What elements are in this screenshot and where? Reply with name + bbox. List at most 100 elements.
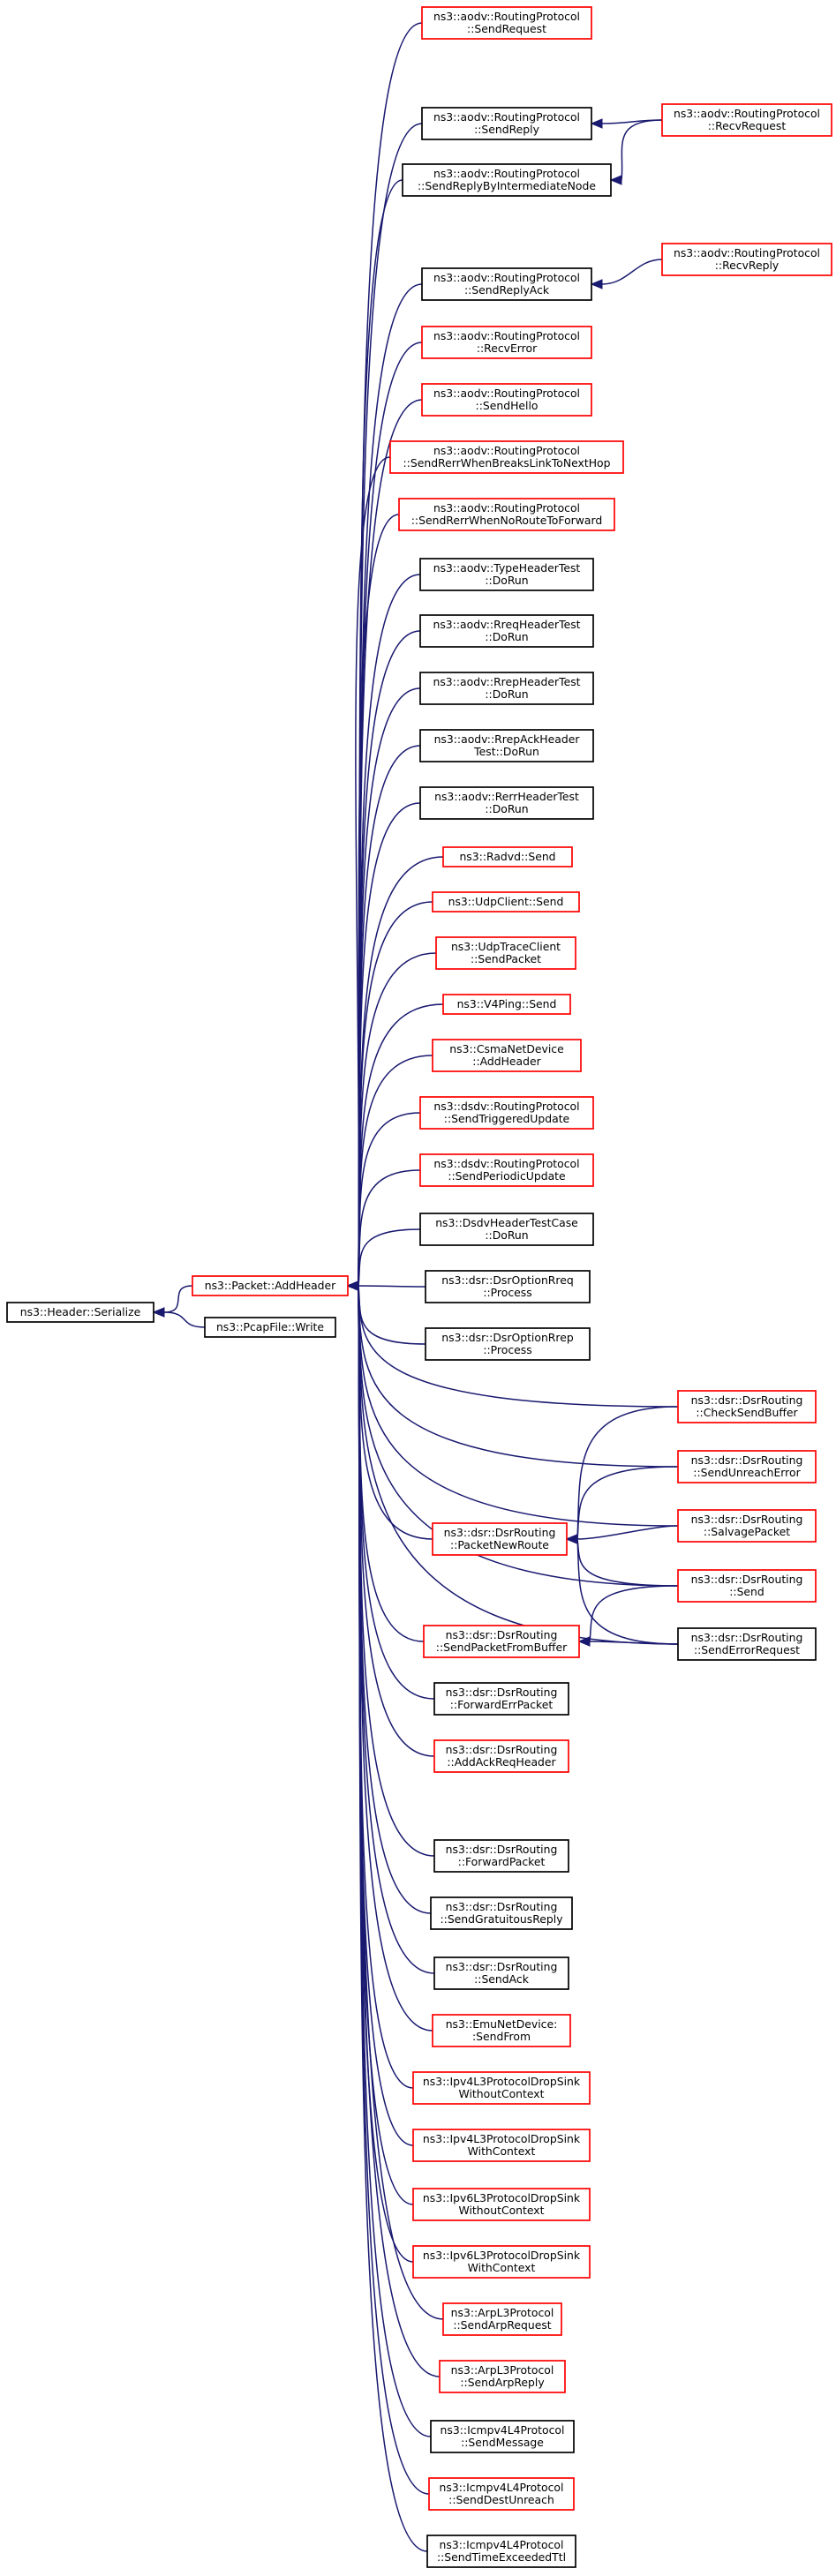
node-dsr-addackreqheader[interactable]: ns3::dsr::DsrRouting::AddAckReqHeader [433, 1739, 569, 1773]
arrowhead [590, 279, 603, 289]
node-udpclient-send[interactable]: ns3::UdpClient::Send [432, 891, 580, 912]
node-label: ns3::CsmaNetDevice [449, 1042, 563, 1055]
node-csmanetdevice-addheader[interactable]: ns3::CsmaNetDevice::AddHeader [432, 1039, 582, 1072]
node-box [433, 1839, 569, 1873]
edge-line [358, 123, 423, 1287]
node-label: ns3::dsr::DsrRouting [691, 1573, 803, 1586]
node-udptraceclient-sendpacket[interactable]: ns3::UdpTraceClient::SendPacket [435, 936, 576, 970]
node-radvd-send[interactable]: ns3::Radvd::Send [442, 846, 573, 867]
node-pcapwrite[interactable]: ns3::PcapFile::Write [204, 1317, 336, 1338]
node-box [432, 891, 580, 912]
node-label: ::SendReply [474, 123, 539, 136]
edge-line [358, 342, 423, 1287]
node-aodv-sendreply[interactable]: ns3::aodv::RoutingProtocol::SendReply [421, 107, 592, 140]
node-ipv4l3-dropsink-wo[interactable]: ns3::Ipv4L3ProtocolDropSinkWithoutContex… [412, 2071, 591, 2105]
node-label: ns3::aodv::RoutingProtocol [433, 444, 580, 457]
node-aodv-sendrequest[interactable]: ns3::aodv::RoutingProtocol::SendRequest [421, 6, 592, 40]
node-label: ::AddAckReqHeader [447, 1755, 556, 1769]
node-aodv-rrepheadertest[interactable]: ns3::aodv::RrepHeaderTest::DoRun [419, 672, 594, 705]
node-label: ns3::Icmpv4L4Protocol [440, 2538, 564, 2551]
node-dsr-packetnewroute[interactable]: ns3::dsr::DsrRouting::PacketNewRoute [432, 1522, 568, 1556]
node-dsdvheadertest-dorun[interactable]: ns3::DsdvHeaderTestCase::DoRun [419, 1213, 594, 1246]
node-label: ::DoRun [485, 802, 528, 815]
node-box [421, 107, 592, 140]
node-dsr-checksendbuffer[interactable]: ns3::dsr::DsrRouting::CheckSendBuffer [677, 1390, 817, 1423]
node-box [419, 558, 594, 591]
node-box [433, 1682, 569, 1716]
node-label: ns3::aodv::RrepHeaderTest [433, 675, 580, 688]
node-box [432, 1039, 582, 1072]
node-aodv-sendhello[interactable]: ns3::aodv::RoutingProtocol::SendHello [421, 383, 592, 417]
node-box [421, 383, 592, 417]
node-box [419, 1153, 594, 1187]
node-label: ::SendPacketFromBuffer [436, 1641, 568, 1654]
node-label: ::SendGratuitousReply [440, 1912, 562, 1926]
node-label: ns3::aodv::RoutingProtocol [433, 271, 580, 284]
node-aodv-recvreply[interactable]: ns3::aodv::RoutingProtocol::RecvReply [661, 243, 832, 276]
node-dsdv-sendtriggered[interactable]: ns3::dsdv::RoutingProtocol::SendTriggere… [419, 1096, 594, 1130]
node-aodv-rreqheadertest[interactable]: ns3::aodv::RreqHeaderTest::DoRun [419, 614, 594, 648]
node-aodv-recverror[interactable]: ns3::aodv::RoutingProtocol::RecvError [421, 326, 592, 359]
node-dsr-optionrreq-process[interactable]: ns3::dsr::DsrOptionRreq::Process [425, 1270, 591, 1303]
node-aodv-sendreplyinter[interactable]: ns3::aodv::RoutingProtocol::SendReplyByI… [402, 163, 612, 197]
node-label: ::ForwardErrPacket [450, 1698, 554, 1711]
node-label: ns3::Icmpv4L4Protocol [440, 2481, 564, 2494]
edge-line [576, 1538, 679, 1645]
node-v4ping-send[interactable]: ns3::V4Ping::Send [442, 994, 571, 1015]
node-box [419, 614, 594, 648]
edge-line [163, 1311, 206, 1328]
node-dsr-optionrrep-process[interactable]: ns3::dsr::DsrOptionRrep::Process [425, 1327, 591, 1361]
node-dsr-forwarderrpacket[interactable]: ns3::dsr::DsrRouting::ForwardErrPacket [433, 1682, 569, 1716]
edge-line [358, 1285, 426, 1288]
node-dsr-sendack[interactable]: ns3::dsr::DsrRouting::SendAck [433, 1956, 569, 1990]
node-label: ::RecvError [477, 342, 538, 355]
node-box [419, 672, 594, 705]
node-aodv-typeheadertest[interactable]: ns3::aodv::TypeHeaderTest::DoRun [419, 558, 594, 591]
node-label: ::SendArpRequest [453, 2318, 551, 2332]
node-label: ns3::UdpTraceClient [451, 940, 561, 953]
node-label: ns3::dsr::DsrRouting [691, 1393, 803, 1407]
node-aodv-sendrerrnoroute[interactable]: ns3::aodv::RoutingProtocol::SendRerrWhen… [398, 498, 615, 531]
arrowhead [577, 1636, 591, 1647]
node-label: ns3::dsr::DsrRouting [691, 1513, 803, 1526]
node-icmpv4l4-sendtimeexceeded[interactable]: ns3::Icmpv4L4Protocol::SendTimeExceededT… [426, 2535, 576, 2568]
edge-line [358, 1228, 421, 1287]
node-dsdv-sendperiodic[interactable]: ns3::dsdv::RoutingProtocol::SendPeriodic… [419, 1153, 594, 1187]
node-dsr-sendunreacherror[interactable]: ns3::dsr::DsrRouting::SendUnreachError [677, 1450, 817, 1483]
node-box [204, 1317, 336, 1338]
node-arpl3-sendarpreply[interactable]: ns3::ArpL3Protocol::SendArpReply [439, 2360, 566, 2393]
node-label: ::DoRun [485, 1228, 528, 1242]
node-label: ns3::dsdv::RoutingProtocol [433, 1157, 579, 1170]
node-box [421, 326, 592, 359]
node-dsr-senderrorrequest[interactable]: ns3::dsr::DsrRouting::SendErrorRequest [677, 1627, 817, 1661]
node-dsr-sendgratuitousreply[interactable]: ns3::dsr::DsrRouting::SendGratuitousRepl… [430, 1896, 573, 1930]
node-label: ::RecvRequest [708, 119, 787, 132]
node-label: ::SendRerrWhenNoRouteToForward [411, 514, 602, 527]
node-label: ::SendReplyAck [464, 283, 550, 297]
node-label: ns3::Icmpv4L4Protocol [441, 2423, 565, 2437]
node-label: ns3::aodv::RreqHeaderTest [433, 618, 580, 631]
node-addheader[interactable]: ns3::Packet::AddHeader [192, 1275, 349, 1296]
node-label: ns3::UdpClient::Send [448, 895, 564, 908]
node-dsr-send[interactable]: ns3::dsr::DsrRouting::Send [677, 1569, 817, 1603]
node-aodv-rerrheadertest[interactable]: ns3::aodv::RerrHeaderTest::DoRun [419, 786, 594, 820]
node-aodv-recvrequest[interactable]: ns3::aodv::RoutingProtocol::RecvRequest [661, 103, 832, 137]
node-icmpv4l4-sendmessage[interactable]: ns3::Icmpv4L4Protocol::SendMessage [430, 2420, 575, 2453]
node-dsr-forwardpacket[interactable]: ns3::dsr::DsrRouting::ForwardPacket [433, 1839, 569, 1873]
call-edge [346, 1280, 414, 2146]
node-icmpv4l4-senddestunreach[interactable]: ns3::Icmpv4L4Protocol::SendDestUnreach [428, 2477, 575, 2511]
node-aodv-sendreplyack[interactable]: ns3::aodv::RoutingProtocol::SendReplyAck [421, 267, 592, 301]
node-emunetdevice-sendfrom[interactable]: ns3::EmuNetDevice::SendFrom [432, 2014, 571, 2047]
arrowhead [609, 175, 622, 185]
node-dsr-sendpacketfrombuffer[interactable]: ns3::dsr::DsrRouting::SendPacketFromBuff… [423, 1625, 580, 1658]
node-aodv-sendrerrbreaks[interactable]: ns3::aodv::RoutingProtocol::SendRerrWhen… [389, 440, 624, 474]
node-ipv6l3-dropsink-wo[interactable]: ns3::Ipv6L3ProtocolDropSinkWithoutContex… [412, 2188, 591, 2221]
node-dsr-salvagepacket[interactable]: ns3::dsr::DsrRouting::SalvagePacket [677, 1509, 817, 1543]
node-arpl3-sendarprequest[interactable]: ns3::ArpL3Protocol::SendArpRequest [442, 2302, 562, 2336]
node-label: ns3::dsr::DsrRouting [691, 1631, 803, 1644]
node-serialize: ns3::Header::Serialize [6, 1302, 154, 1323]
